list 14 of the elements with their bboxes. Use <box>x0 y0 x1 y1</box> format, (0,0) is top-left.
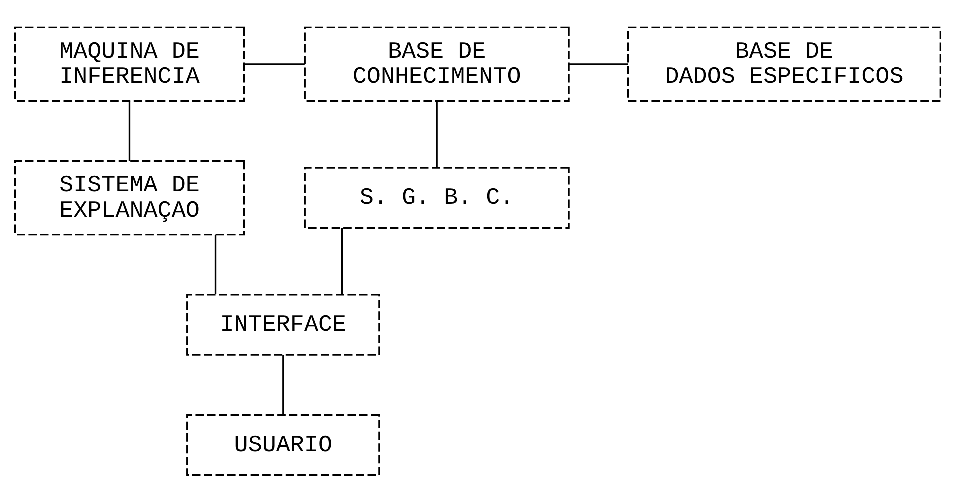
connector <box>341 228 344 294</box>
connector <box>214 234 217 294</box>
node-box: INTERFACE <box>186 294 380 356</box>
node-box: BASE DE DADOS ESPECIFICOS <box>628 26 942 102</box>
connector <box>244 63 305 65</box>
node-box: SISTEMA DE EXPLANAÇAO <box>14 160 245 236</box>
node-box: MAQUINA DE INFERENCIA <box>14 26 245 102</box>
node-box: USUARIO <box>186 414 380 476</box>
connector <box>282 354 284 414</box>
node-box: BASE DE CONHECIMENTO <box>304 26 570 102</box>
connector <box>128 101 131 161</box>
connector <box>436 101 438 168</box>
connector <box>569 63 628 65</box>
node-box: S. G. B. C. <box>304 166 570 228</box>
